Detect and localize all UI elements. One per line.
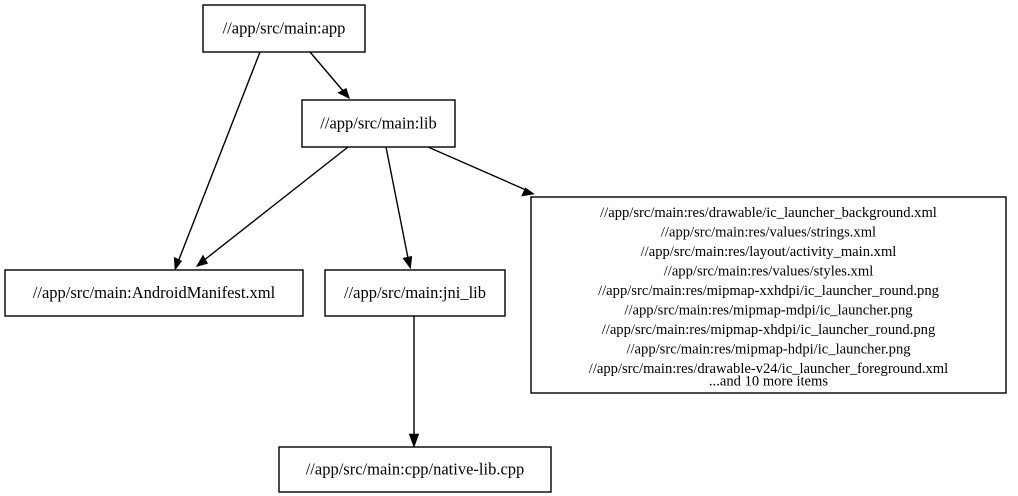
node-native-lib[interactable]: //app/src/main:cpp/native-lib.cpp: [278, 446, 552, 493]
edge-line: [309, 51, 345, 93]
node-lib-box[interactable]: [301, 99, 456, 148]
node-resources-line-4: //app/src/main:res/values/styles.xml: [664, 264, 874, 280]
node-app[interactable]: //app/src/main:app: [202, 4, 366, 53]
node-app-label: //app/src/main:app: [223, 18, 346, 37]
node-resources-line-3: //app/src/main:res/layout/activity_main.…: [641, 244, 897, 260]
arrowhead-icon: [195, 254, 209, 267]
node-jni-lib[interactable]: //app/src/main:jni_lib: [324, 269, 506, 317]
arrowhead-icon: [337, 87, 351, 100]
node-jni-lib-label: //app/src/main:jni_lib: [344, 283, 486, 302]
node-native-lib-label: //app/src/main:cpp/native-lib.cpp: [306, 459, 525, 478]
edge-lib-to-resources: [427, 146, 535, 197]
node-resources-line-7: //app/src/main:res/mipmap-xhdpi/ic_launc…: [602, 322, 936, 338]
node-resources-line-9: //app/src/main:res/drawable-v24/ic_launc…: [589, 361, 948, 377]
node-lib-label: //app/src/main:lib: [320, 113, 436, 132]
edge-app-to-manifest: [173, 51, 261, 271]
node-resources-box[interactable]: [530, 196, 1007, 394]
node-resources-line-6: //app/src/main:res/mipmap-mdpi/ic_launch…: [624, 303, 913, 319]
node-native-lib-box[interactable]: [278, 446, 552, 493]
node-resources[interactable]: //app/src/main:res/drawable/ic_launcher_…: [530, 196, 1007, 394]
node-resources-line-1: //app/src/main:res/drawable/ic_launcher_…: [600, 205, 937, 221]
arrowhead-icon: [521, 187, 535, 197]
arrowhead-icon: [408, 433, 420, 448]
node-android-manifest[interactable]: //app/src/main:AndroidManifest.xml: [4, 269, 304, 317]
edge-app-to-lib: [309, 51, 351, 100]
node-android-manifest-label: //app/src/main:AndroidManifest.xml: [33, 283, 276, 302]
arrowhead-icon: [402, 256, 413, 270]
node-resources-line-10: ...and 10 more items: [709, 374, 828, 390]
edge-line: [202, 146, 349, 262]
edge-lib-to-jni-lib: [385, 146, 413, 270]
arrowhead-icon: [173, 256, 183, 271]
edge-jni-lib-to-native-lib: [408, 316, 420, 448]
node-android-manifest-box[interactable]: [4, 269, 304, 317]
edge-line: [427, 146, 527, 191]
node-resources-line-8: //app/src/main:res/mipmap-hdpi/ic_launch…: [626, 342, 911, 358]
node-lib[interactable]: //app/src/main:lib: [301, 99, 456, 148]
edge-layer: [173, 51, 535, 448]
edge-lib-to-manifest: [195, 146, 349, 267]
node-resources-line-5: //app/src/main:res/mipmap-xxhdpi/ic_laun…: [598, 283, 940, 299]
node-app-box[interactable]: [202, 4, 366, 53]
node-jni-lib-box[interactable]: [324, 269, 506, 317]
edge-line: [177, 51, 261, 263]
node-resources-line-2: //app/src/main:res/values/strings.xml: [661, 225, 876, 241]
edge-line: [385, 146, 409, 259]
